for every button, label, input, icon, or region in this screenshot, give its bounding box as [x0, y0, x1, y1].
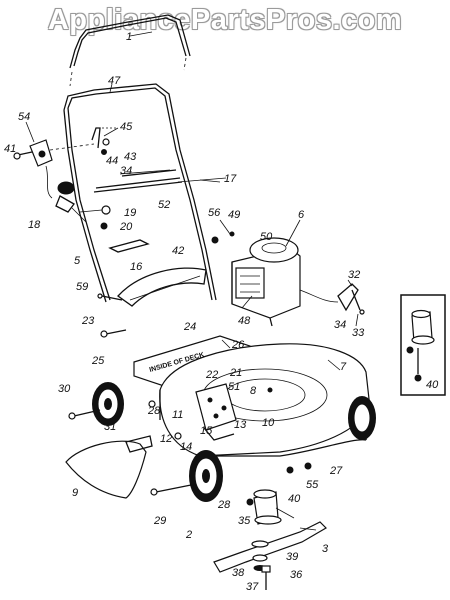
- part-label-28-front: 28: [217, 499, 231, 511]
- part-label-27: 27: [329, 465, 343, 477]
- part-label-52: 52: [158, 199, 170, 211]
- rear-right-wheel-drawing: [348, 396, 376, 440]
- rear-wheel-drawing: [68, 382, 124, 426]
- part-label-16: 16: [130, 261, 143, 273]
- part-label-54: 54: [18, 111, 30, 123]
- front-wheel-drawing: [150, 450, 223, 502]
- control-bracket-drawing: [337, 283, 365, 315]
- part-label-15: 15: [200, 425, 213, 437]
- rear-shield-drawing: [117, 267, 207, 307]
- part-label-9: 9: [72, 487, 78, 499]
- inset-part-label: 40: [426, 379, 439, 391]
- part-label-17: 17: [224, 173, 237, 185]
- rear-shield-flap-drawing: [65, 440, 147, 499]
- nut-drawing-2: [286, 466, 294, 474]
- part-label-31: 31: [104, 421, 116, 433]
- part-label-55: 55: [306, 479, 319, 491]
- part-label-48: 48: [238, 315, 251, 327]
- part-label-51: 51: [228, 381, 240, 393]
- part-label-12: 12: [160, 433, 172, 445]
- part-label-29: 29: [153, 515, 166, 527]
- part-label-43: 43: [124, 151, 137, 163]
- part-labels: 1 47 54 45 41 44 43 34 17 18 19 52 20 56…: [4, 31, 365, 593]
- part-label-37: 37: [246, 581, 259, 593]
- nut-drawing: [304, 462, 312, 470]
- knob-drawing: [55, 181, 75, 213]
- leader-lines: [25, 31, 359, 531]
- part-label-32: 32: [348, 269, 360, 281]
- part-label-1: 1: [126, 31, 132, 43]
- bolt-drawing-2: [148, 400, 156, 408]
- part-label-21: 21: [229, 367, 242, 379]
- part-label-3: 3: [322, 543, 329, 555]
- bolt-drawing: [174, 432, 182, 440]
- lower-handle-drawing: [63, 83, 217, 303]
- part-label-8: 8: [250, 385, 257, 397]
- part-label-40: 40: [288, 493, 301, 505]
- part-label-42: 42: [172, 245, 184, 257]
- shield-bracket-drawing: [125, 435, 153, 453]
- part-label-47: 47: [108, 75, 121, 87]
- blade-adapter-drawing: [246, 489, 282, 525]
- part-label-34: 34: [334, 319, 346, 331]
- wheel-adjuster-drawing: [195, 383, 237, 441]
- part-label-2: 2: [185, 529, 192, 541]
- part-label-13: 13: [234, 419, 247, 431]
- part-label-6: 6: [298, 209, 305, 221]
- control-rod-drawing: [121, 169, 227, 183]
- part-label-34-top: 34: [120, 165, 132, 177]
- part-label-41: 41: [4, 143, 16, 155]
- part-label-26: 26: [231, 339, 245, 351]
- upper-handle-drawing: [69, 14, 191, 87]
- handle-knob-drawing: [79, 205, 111, 230]
- part-label-45: 45: [120, 121, 133, 133]
- part-label-33: 33: [352, 327, 365, 339]
- part-label-39: 39: [286, 551, 298, 563]
- part-label-22: 22: [205, 369, 218, 381]
- part-label-50: 50: [260, 231, 273, 243]
- part-label-23: 23: [81, 315, 95, 327]
- throttle-control-drawing: [13, 139, 95, 199]
- part-label-38: 38: [232, 567, 245, 579]
- part-label-18: 18: [28, 219, 41, 231]
- part-label-7: 7: [340, 361, 347, 373]
- part-label-36: 36: [290, 569, 303, 581]
- blade-bolt-stack-drawing: [251, 540, 271, 590]
- part-label-28-rear: 28: [147, 405, 161, 417]
- part-label-35: 35: [238, 515, 251, 527]
- watermark: AppliancePartsPros.com: [47, 4, 403, 36]
- part-label-19: 19: [124, 207, 136, 219]
- part-label-14: 14: [180, 441, 192, 453]
- part-label-30: 30: [58, 383, 71, 395]
- part-label-56: 56: [208, 207, 221, 219]
- part-label-59: 59: [76, 281, 88, 293]
- bracket-drawing: [108, 239, 150, 253]
- part-label-10: 10: [262, 417, 275, 429]
- part-label-11: 11: [172, 409, 183, 421]
- part-label-20: 20: [119, 221, 133, 233]
- handle-bolt-drawing: [97, 293, 127, 338]
- part-label-25: 25: [91, 355, 105, 367]
- part-label-49: 49: [228, 209, 240, 221]
- part-label-24: 24: [183, 321, 196, 333]
- part-label-44: 44: [106, 155, 118, 167]
- handle-bolts-drawing: [91, 127, 116, 155]
- inset-box: 40: [400, 294, 446, 396]
- engine-drawing: [211, 231, 339, 327]
- part-label-5: 5: [74, 255, 81, 267]
